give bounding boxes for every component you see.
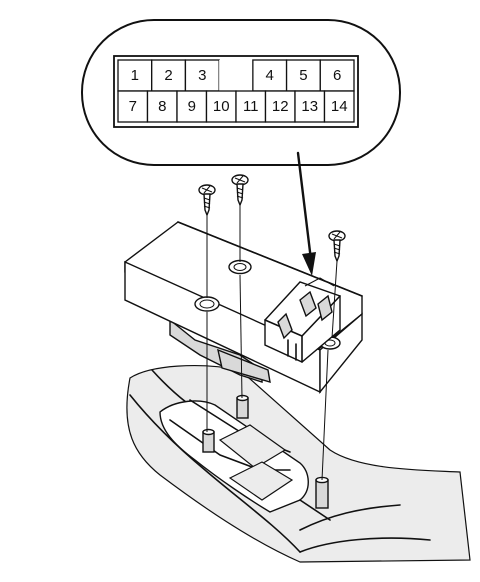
screw-left [198, 184, 216, 217]
pin-number-label: 9 [188, 98, 196, 115]
connector-socket [264, 277, 341, 363]
pin-number-label: 7 [129, 98, 137, 115]
pin-cell [323, 90, 355, 123]
pin-number-label: 4 [266, 67, 274, 84]
screw-center [231, 174, 249, 207]
pin-cell [219, 60, 253, 91]
pin-number-label: 10 [213, 98, 230, 115]
screw-right [328, 230, 346, 263]
pin-cell [235, 90, 267, 123]
pin-number-label: 13 [301, 98, 318, 115]
mounting-boss-center [236, 394, 249, 419]
pin-number-label: 11 [243, 98, 259, 115]
pin-number-label: 14 [331, 98, 348, 115]
pin-cell [176, 90, 208, 123]
callout-pointer-arrow [296, 151, 316, 276]
pin-number-label: 5 [299, 67, 307, 84]
pin-number-label: 1 [131, 67, 139, 84]
pin-cell [117, 90, 149, 123]
screw-hole-front [194, 296, 220, 312]
pin-number-label: 6 [333, 67, 341, 84]
mounting-boss-right [315, 476, 329, 509]
pin-number-label: 3 [198, 67, 206, 84]
mounting-boss-left [202, 428, 215, 453]
pin-number-label: 2 [164, 67, 172, 84]
switch-assembly [124, 221, 363, 394]
screw-hole-center [228, 259, 252, 275]
pin-cell [294, 90, 326, 123]
pin-number-label: 8 [158, 98, 166, 115]
console-panel [126, 364, 471, 563]
pin-number-label: 12 [272, 98, 289, 115]
alignment-lines [206, 205, 338, 481]
pin-cell [205, 90, 237, 123]
